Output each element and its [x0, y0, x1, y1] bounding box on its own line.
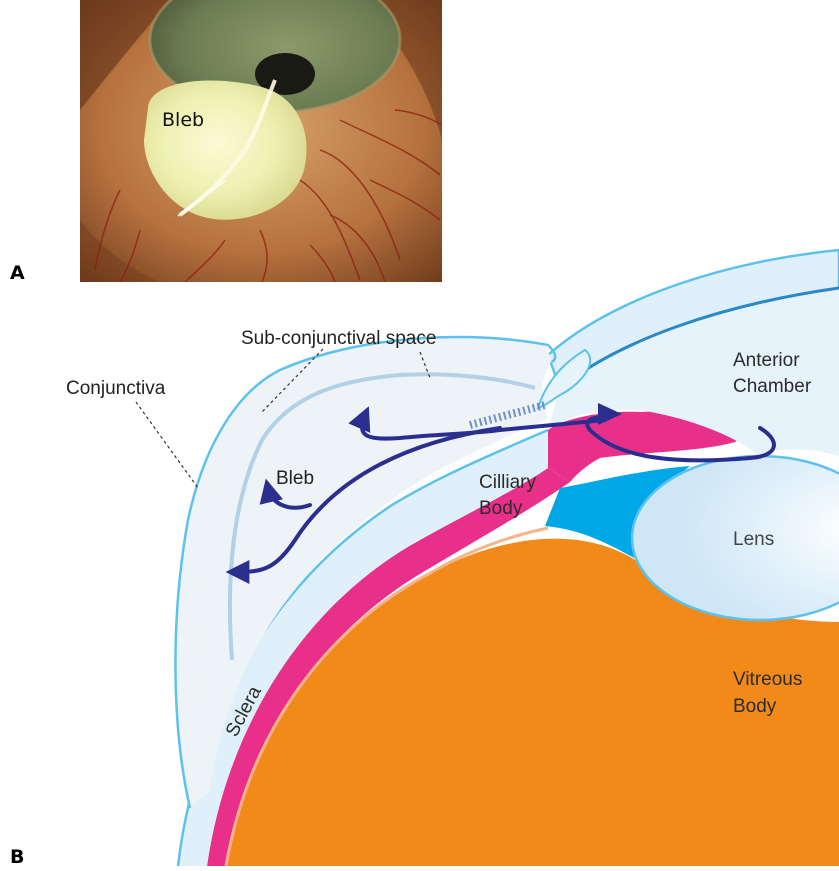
bleb-photo: Bleb — [80, 0, 442, 282]
panel-letter-b: B — [10, 846, 24, 868]
label-vitreous-body: Body — [733, 696, 777, 717]
label-chamber: Chamber — [733, 376, 812, 397]
label-ciliary-body: Body — [479, 498, 523, 519]
label-vitreous: Vitreous — [733, 669, 802, 690]
conjunctiva-leader — [136, 402, 198, 488]
eye-cross-section: Sub-conjunctival space Conjunctiva Bleb … — [66, 250, 839, 866]
label-ciliary: Cilliary — [479, 472, 537, 493]
label-conjunctiva: Conjunctiva — [66, 378, 166, 399]
photo-bleb-label: Bleb — [162, 109, 204, 131]
label-lens: Lens — [733, 529, 774, 550]
label-sub-conjunctival-space: Sub-conjunctival space — [241, 328, 436, 349]
label-anterior: Anterior — [733, 350, 800, 371]
panel-letter-a: A — [10, 262, 25, 284]
label-bleb: Bleb — [276, 468, 314, 489]
